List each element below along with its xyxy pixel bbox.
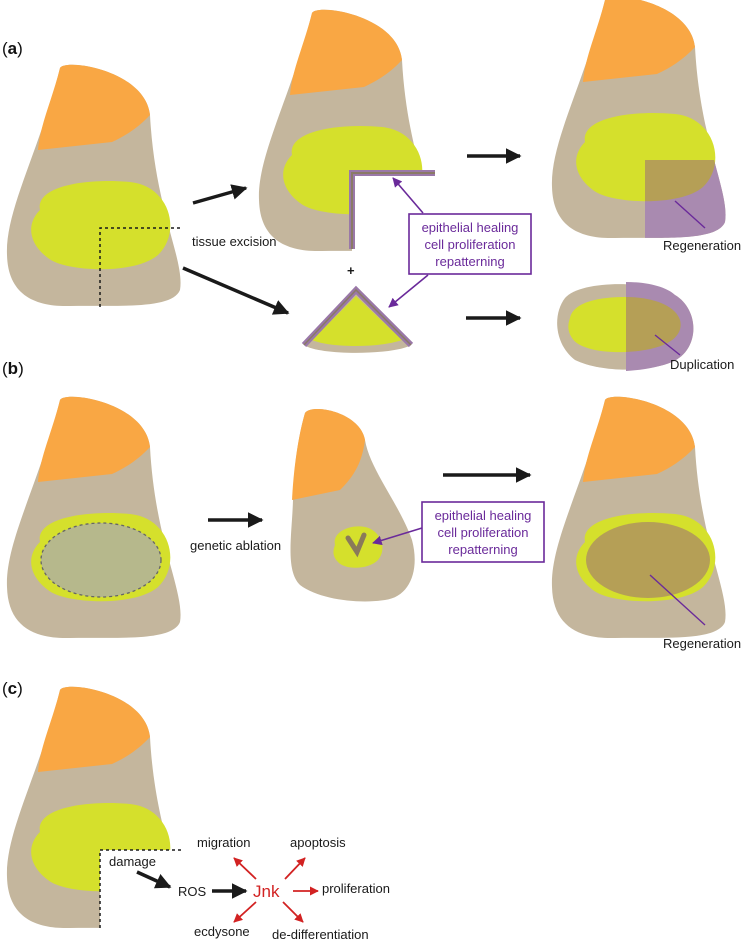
- damage-label: damage: [109, 854, 156, 869]
- duplication-label: Duplication: [670, 357, 734, 372]
- box-a-line-1: epithelial healing: [422, 220, 519, 235]
- arrow-to-fragment: [192, 184, 248, 205]
- regeneration-label-a: Regeneration: [663, 238, 741, 253]
- proliferation-label: proliferation: [322, 881, 390, 896]
- panel-a-wedge: [301, 285, 414, 353]
- regeneration-pointer-b: [649, 574, 706, 626]
- arrow-jnk-migration: [233, 857, 257, 880]
- arrow-damage-to-ros: [136, 870, 172, 889]
- panel-a-letter: (a): [2, 39, 23, 58]
- regeneration-label-b: Regeneration: [663, 636, 741, 651]
- panel-a: (a) tissue excision +: [2, 0, 741, 372]
- regeneration-pointer-a: [674, 200, 706, 229]
- panel-a-duplicated-disc: [557, 282, 694, 371]
- box-b-line-1: epithelial healing: [435, 508, 532, 523]
- arrow-jnk-apoptosis: [284, 857, 306, 880]
- box-a-line-3: repatterning: [435, 254, 504, 269]
- panel-b-ablated-disc: [290, 409, 415, 602]
- panel-a-disc-original: [6, 64, 182, 307]
- panel-c: (c) damage ROS Jnk migration apoptosis p…: [2, 679, 390, 941]
- arrow-to-wedge: [182, 266, 290, 315]
- box-b-line-2: cell proliferation: [437, 525, 528, 540]
- panel-b-regenerated-disc: [551, 396, 726, 639]
- panel-a-regenerated-disc: [551, 0, 726, 239]
- ablation-zone: [40, 522, 162, 598]
- purple-arrow-ablated: [372, 527, 423, 546]
- arrow-jnk-dedifferentiation: [282, 901, 304, 923]
- panel-c-letter: (c): [2, 679, 23, 698]
- panel-b-info-box: epithelial healing cell proliferation re…: [421, 501, 545, 563]
- panel-b: (b) genetic ablation epithelial healing …: [2, 359, 741, 651]
- panel-a-fragment: [258, 9, 435, 252]
- plus-sign: +: [347, 263, 355, 278]
- panel-a-info-box: epithelial healing cell proliferation re…: [408, 213, 532, 275]
- ablated-scar: [345, 532, 367, 558]
- apoptosis-label: apoptosis: [290, 835, 346, 850]
- dedifferentiation-label: de-differentiation: [272, 927, 369, 941]
- migration-label: migration: [197, 835, 250, 850]
- panel-b-disc-original: [6, 396, 181, 639]
- excision-cut-line: [99, 227, 182, 307]
- genetic-ablation-label: genetic ablation: [190, 538, 281, 553]
- panel-c-wounded-disc: [6, 686, 182, 929]
- purple-arrow-fragment: [392, 177, 424, 214]
- wound-edge: [99, 849, 182, 928]
- purple-arrow-wedge: [388, 274, 429, 308]
- jnk-label: Jnk: [253, 882, 280, 901]
- ecdysone-label: ecdysone: [194, 924, 250, 939]
- box-a-line-2: cell proliferation: [424, 237, 515, 252]
- tissue-excision-label: tissue excision: [192, 234, 277, 249]
- panel-b-letter: (b): [2, 359, 24, 378]
- ros-label: ROS: [178, 884, 207, 899]
- arrow-jnk-ecdysone: [233, 901, 257, 923]
- box-b-line-3: repatterning: [448, 542, 517, 557]
- duplication-pointer: [654, 334, 681, 356]
